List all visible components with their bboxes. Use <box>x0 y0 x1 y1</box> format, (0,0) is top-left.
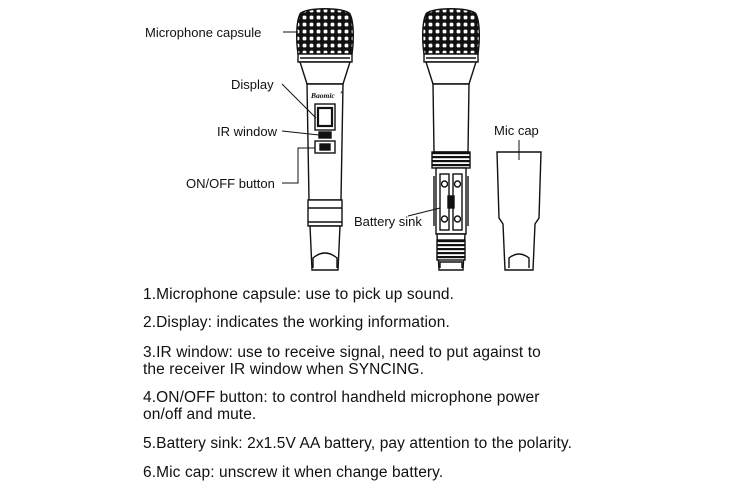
handle-threads <box>431 151 471 169</box>
description-battery-sink: 5.Battery sink: 2x1.5V AA battery, pay a… <box>143 435 572 452</box>
callout-battery-sink: Battery sink <box>354 214 422 229</box>
leader-battery <box>407 207 441 217</box>
callout-display: Display <box>231 77 274 92</box>
mic-cap-body <box>496 151 542 271</box>
microphone-diagram: Baomic ® Microphone ca <box>145 8 542 271</box>
description-ir-window: 3.IR window: use to receive signal, need… <box>143 344 541 378</box>
feature-description-list: 1.Microphone capsule: use to pick up sou… <box>143 286 743 481</box>
open-capsule-grille <box>421 8 481 55</box>
leader-lines <box>281 31 520 217</box>
ir-window-icon <box>318 131 332 139</box>
callout-mic-cap: Mic cap <box>494 123 539 138</box>
callout-on-off-button: ON/OFF button <box>186 176 275 191</box>
microphone-capsule-grille <box>295 8 355 55</box>
leader-display <box>281 83 317 119</box>
description-display: 2.Display: indicates the working informa… <box>143 314 450 331</box>
description-microphone-capsule: 1.Microphone capsule: use to pick up sou… <box>143 286 455 303</box>
leader-ir-window <box>281 130 320 136</box>
microphone-open <box>421 8 481 271</box>
description-mic-cap: 6.Mic cap: unscrew it when change batter… <box>143 464 444 481</box>
callout-microphone-capsule: Microphone capsule <box>145 25 261 40</box>
callout-ir-window: IR window <box>217 124 278 139</box>
brand-logo: Baomic <box>310 91 335 100</box>
brand-logo-mark: ® <box>340 90 343 95</box>
microphone-base <box>309 225 341 271</box>
leader-power <box>282 147 315 184</box>
microphone-assembled <box>295 8 355 271</box>
description-on-off-button: 4.ON/OFF button: to control handheld mic… <box>143 389 540 423</box>
mic-cap <box>496 151 542 271</box>
open-handle <box>432 83 470 153</box>
microphone-neck <box>299 61 351 85</box>
